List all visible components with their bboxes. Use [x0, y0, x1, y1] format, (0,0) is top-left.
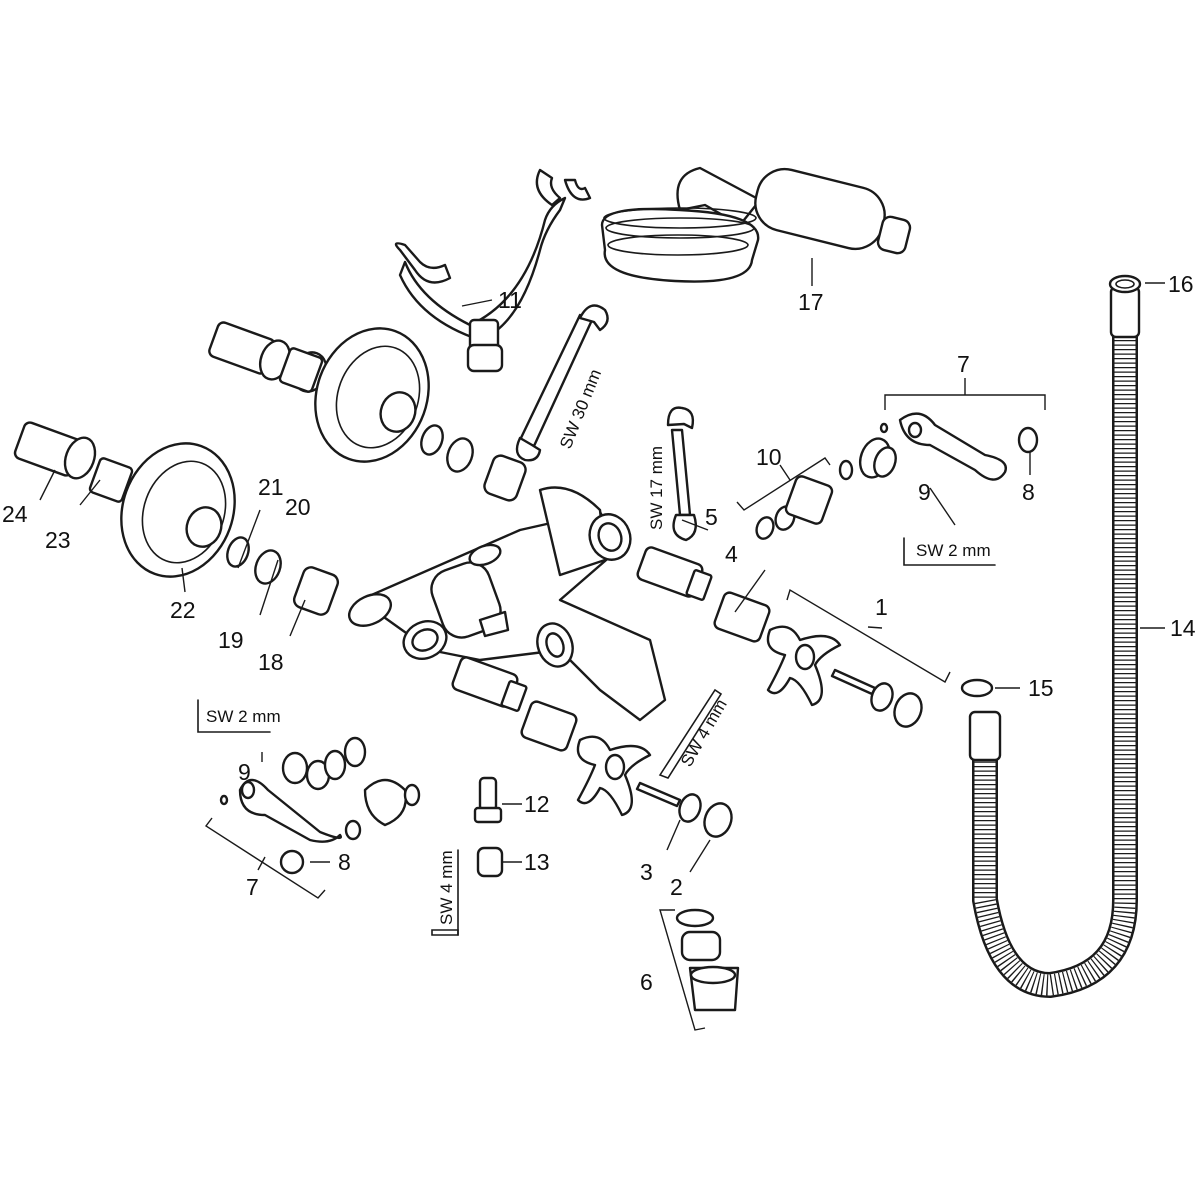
- callout-3: 3: [640, 859, 653, 885]
- callout-21: 21: [258, 474, 284, 500]
- diverter-group-right: [755, 412, 1039, 540]
- callout-10: 10: [756, 444, 782, 470]
- wrench-sw17: [666, 406, 697, 542]
- callout-6: 6: [640, 969, 653, 995]
- wrench-sw30: [515, 304, 609, 462]
- leader-lines: [39, 258, 1165, 1031]
- hand-shower: [600, 166, 912, 283]
- callout-12: 12: [524, 791, 550, 817]
- callout-13: 13: [524, 849, 550, 875]
- cross-handles: [576, 625, 842, 817]
- callout-24: 24: [2, 501, 28, 527]
- wrench-label-sw2-left: SW 2 mm: [206, 707, 281, 726]
- wrench-sw2-left: [197, 699, 271, 733]
- callout-14: 14: [1170, 615, 1196, 641]
- callout-8-right: 8: [1022, 479, 1035, 505]
- wrench-label-sw4-left: SW 4 mm: [437, 850, 456, 925]
- hose-assembly: [960, 274, 1142, 999]
- rear-connector-set: [208, 321, 527, 502]
- callout-7-right: 7: [957, 351, 970, 377]
- callout-5: 5: [705, 504, 718, 530]
- wrench-sw4-left: [431, 849, 459, 936]
- callout-2: 2: [670, 874, 683, 900]
- callout-15: 15: [1028, 675, 1054, 701]
- valve-heads: [451, 546, 713, 712]
- callout-11: 11: [498, 287, 522, 313]
- wrench-label-sw17: SW 17 mm: [647, 446, 666, 530]
- wrench-sw4-right: [658, 688, 723, 779]
- callout-23: 23: [45, 527, 71, 553]
- aerator-set: [675, 908, 740, 1012]
- hex-nuts: [520, 591, 771, 752]
- screw-and-sleeve: [473, 776, 504, 878]
- diverter-group-left: [219, 736, 421, 875]
- callout-1: 1: [875, 594, 888, 620]
- callout-9-left: 9: [238, 759, 251, 785]
- callout-22: 22: [170, 597, 196, 623]
- callout-8-left: 8: [338, 849, 351, 875]
- callout-18: 18: [258, 649, 284, 675]
- mixer-body: [348, 486, 667, 722]
- callout-20: 20: [285, 494, 311, 520]
- front-connector-set: [13, 421, 340, 616]
- wrench-sw2-right: [903, 537, 996, 566]
- callout-16: 16: [1168, 271, 1194, 297]
- callout-17: 17: [798, 289, 824, 315]
- shower-holder: [394, 168, 592, 373]
- callout-9-right: 9: [918, 479, 931, 505]
- screws-and-caps: [635, 668, 923, 838]
- callout-19: 19: [218, 627, 244, 653]
- callout-4: 4: [725, 541, 738, 567]
- wrench-label-sw2-right: SW 2 mm: [916, 541, 991, 560]
- callout-7-left: 7: [246, 874, 259, 900]
